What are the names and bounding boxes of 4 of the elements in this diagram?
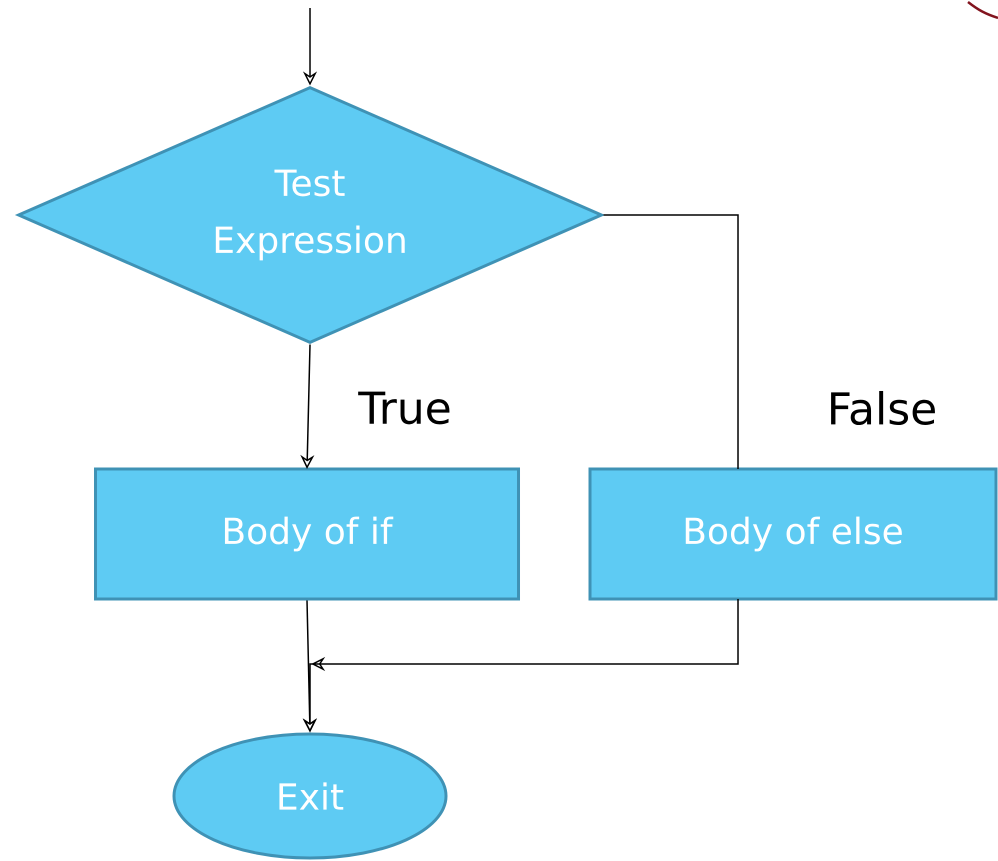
edge-label: False (824, 388, 940, 428)
edge-label: True (356, 390, 454, 426)
process-box: Body of if (94, 468, 520, 600)
process-box: Body of else (588, 468, 998, 600)
